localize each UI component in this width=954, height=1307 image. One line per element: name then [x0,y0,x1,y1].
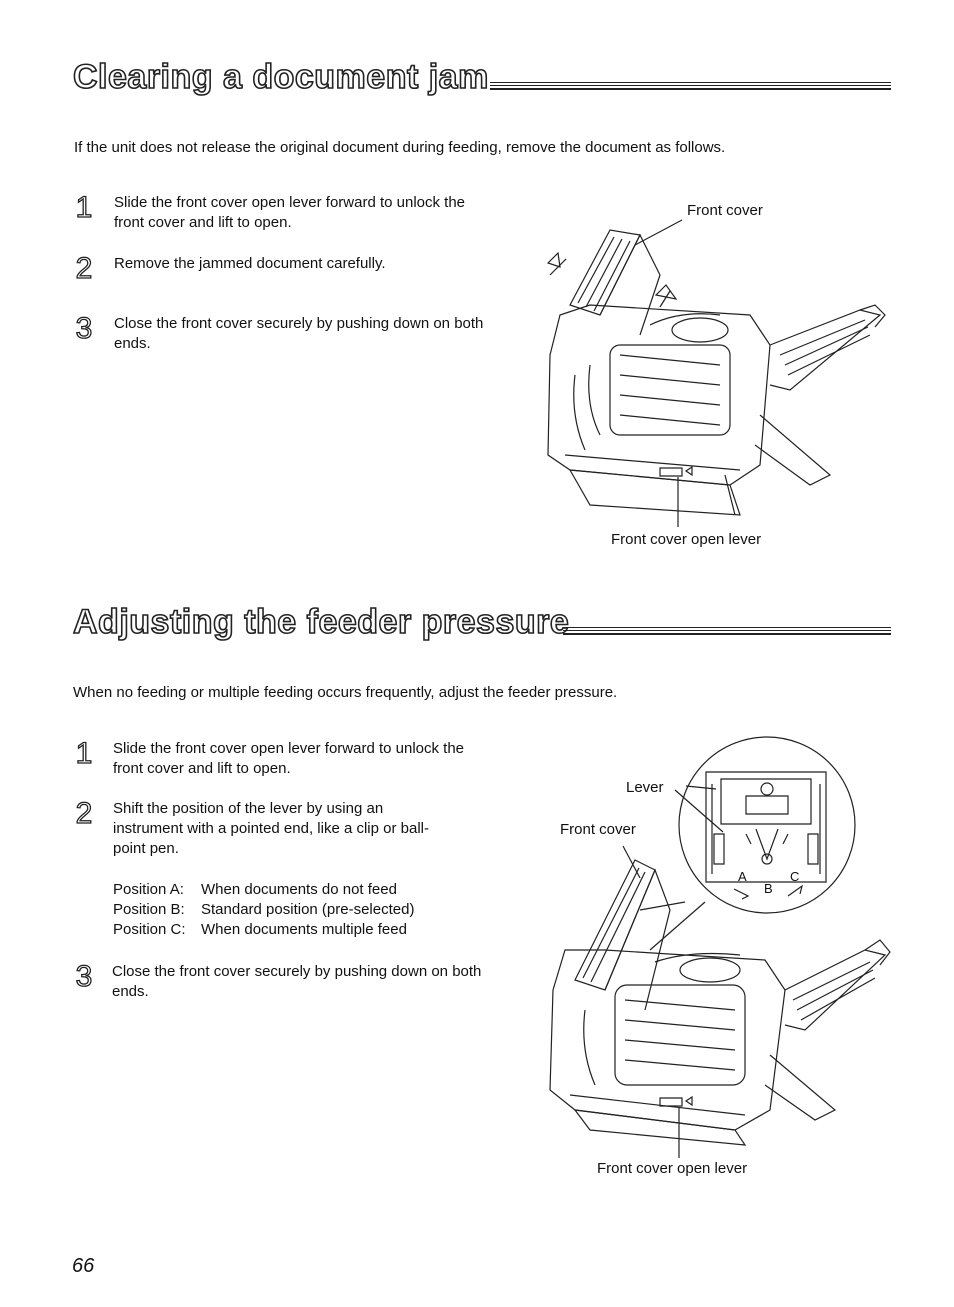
position-list: Position A:When documents do not feed Po… [113,880,414,940]
inset-label-a: A [738,869,747,884]
section-intro: When no feeding or multiple feeding occu… [73,684,618,701]
fax-machine-illustration [530,215,900,530]
position-item: Position B:Standard position (pre-select… [113,901,415,918]
figure-label-lever: Lever [626,779,664,796]
step-number: 3 [75,960,93,993]
figure-label-front-cover: Front cover [560,821,636,838]
figure-label-open-lever: Front cover open lever [611,531,762,548]
step-number: 2 [75,252,93,285]
step-text: Close the front cover securely by pushin… [114,315,484,352]
lever-detail-inset [676,734,858,916]
step-number: 1 [75,191,93,224]
inset-label-b: B [764,881,773,896]
heading-rule [563,627,891,636]
page-number: 66 [72,1255,95,1277]
fax-machine-illustration [545,790,895,1160]
section-title-feeder-pressure: Adjusting the feeder pressure [72,602,570,642]
step-text: Close the front cover securely by pushin… [112,963,482,1000]
position-item: Position A:When documents do not feed [113,881,397,898]
step-text: Slide the front cover open lever forward… [113,740,465,777]
step-number: 3 [75,312,93,345]
step-text: Slide the front cover open lever forward… [114,194,466,231]
position-item: Position C:When documents multiple feed [113,921,407,938]
section-title-clearing-jam: Clearing a document jam [72,57,489,97]
step-text: Shift the position of the lever by using… [113,800,429,857]
step-text: Remove the jammed document carefully. [114,255,386,272]
heading-rule [490,82,891,91]
section-intro: If the unit does not release the origina… [74,139,726,156]
step-number: 2 [75,797,93,830]
step-number: 1 [75,737,93,770]
inset-label-c: C [790,869,800,884]
figure-label-open-lever: Front cover open lever [597,1160,748,1177]
figure-label-front-cover: Front cover [687,202,763,219]
